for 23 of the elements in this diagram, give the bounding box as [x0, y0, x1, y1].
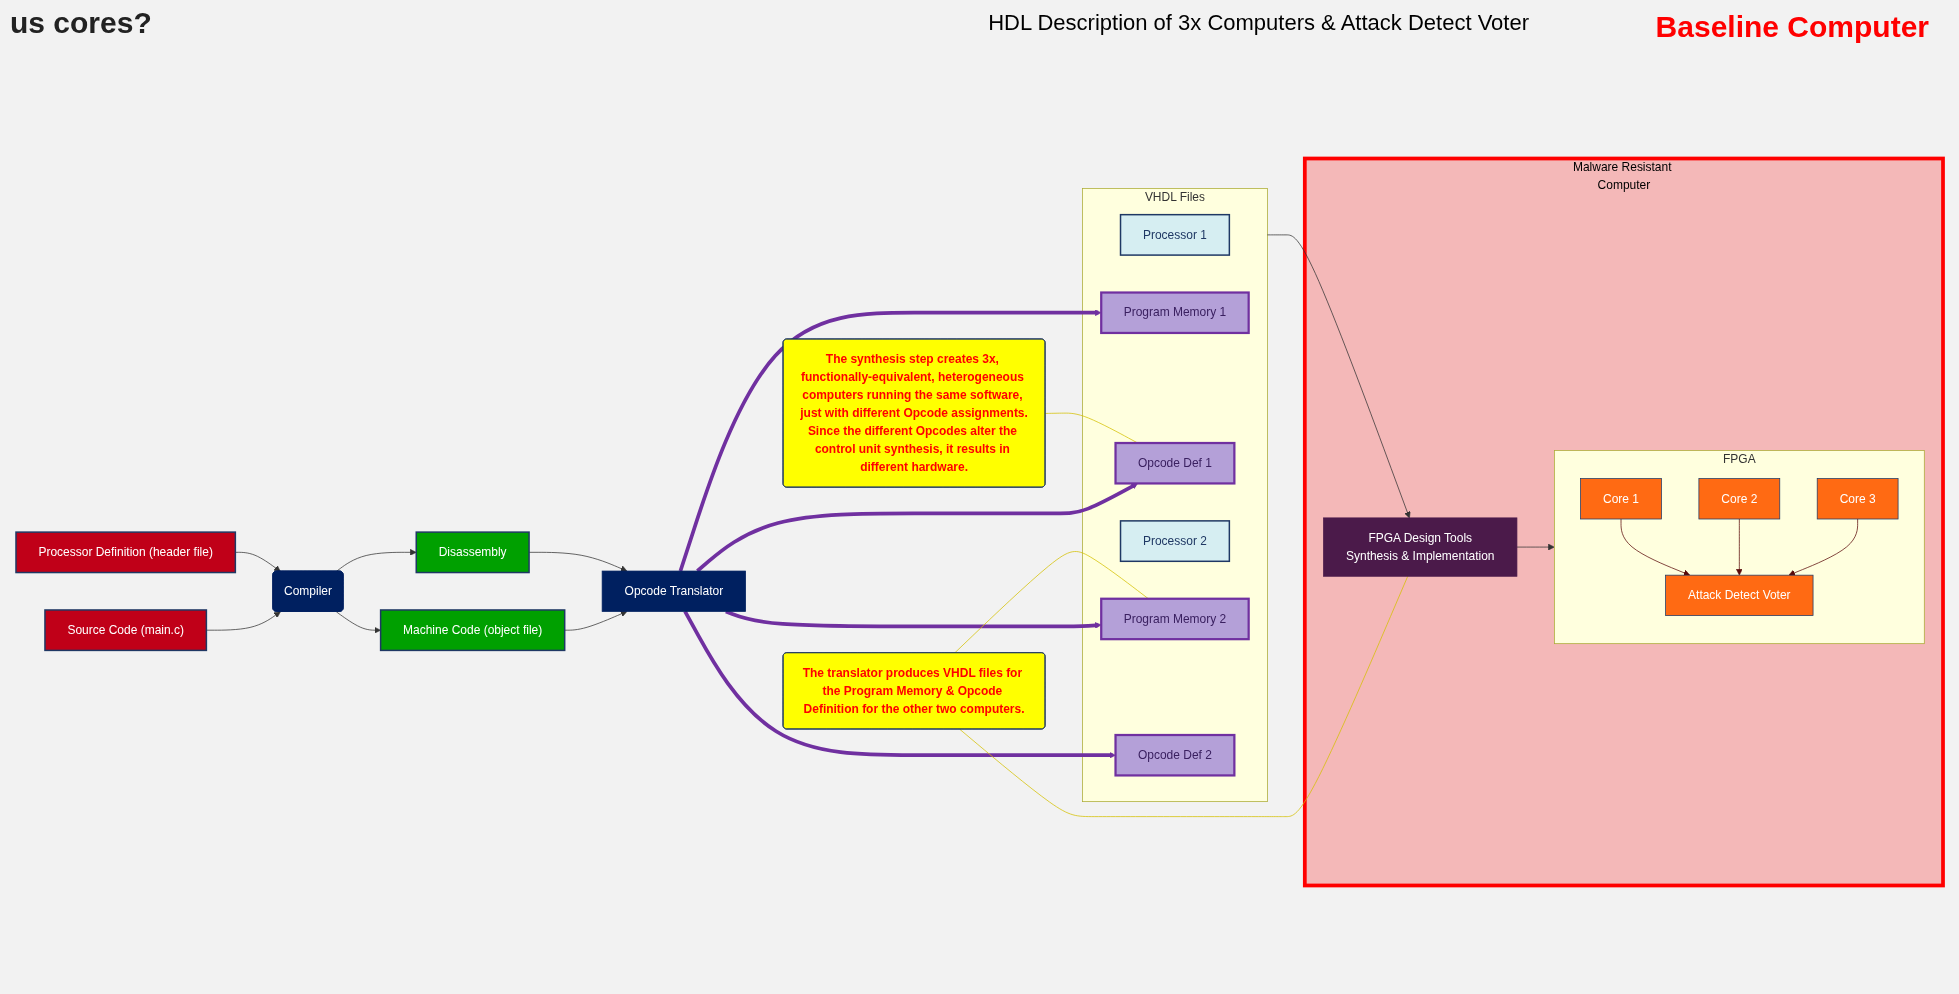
- node-box: Opcode Translator: [601, 570, 746, 612]
- node-box: Attack Detect Voter: [1665, 574, 1814, 616]
- node-box: Program Memory 1: [1100, 291, 1250, 335]
- node-box: Processor 2: [1119, 520, 1231, 563]
- connector: [959, 575, 1409, 817]
- arrow: [683, 610, 1116, 759]
- node-box: Program Memory 2: [1100, 597, 1250, 641]
- node-box: Processor Definition (header file): [15, 531, 237, 574]
- arrow: [696, 483, 1138, 573]
- node-box: Core 2: [1698, 478, 1781, 520]
- slide-title: us cores?: [10, 6, 152, 40]
- node-box: Opcode Def 1: [1114, 441, 1236, 485]
- node-box: Core 1: [1580, 478, 1662, 520]
- node-box: Opcode Def 2: [1114, 733, 1236, 777]
- node-box: Machine Code (object file): [379, 609, 566, 652]
- node-box: Processor 1: [1119, 213, 1231, 256]
- node-box: Source Code (main.c): [44, 609, 208, 652]
- node-box: Disassembly: [415, 531, 530, 574]
- annotation-text: Baseline Computer: [1655, 10, 1929, 44]
- arrow: [678, 309, 1102, 572]
- node-box: FPGA Design Tools Synthesis & Implementation: [1323, 517, 1518, 577]
- node-box: Core 3: [1816, 478, 1899, 520]
- annotation-text: HDL Description of 3x Computers & Attack Detect Voter: [988, 10, 1529, 36]
